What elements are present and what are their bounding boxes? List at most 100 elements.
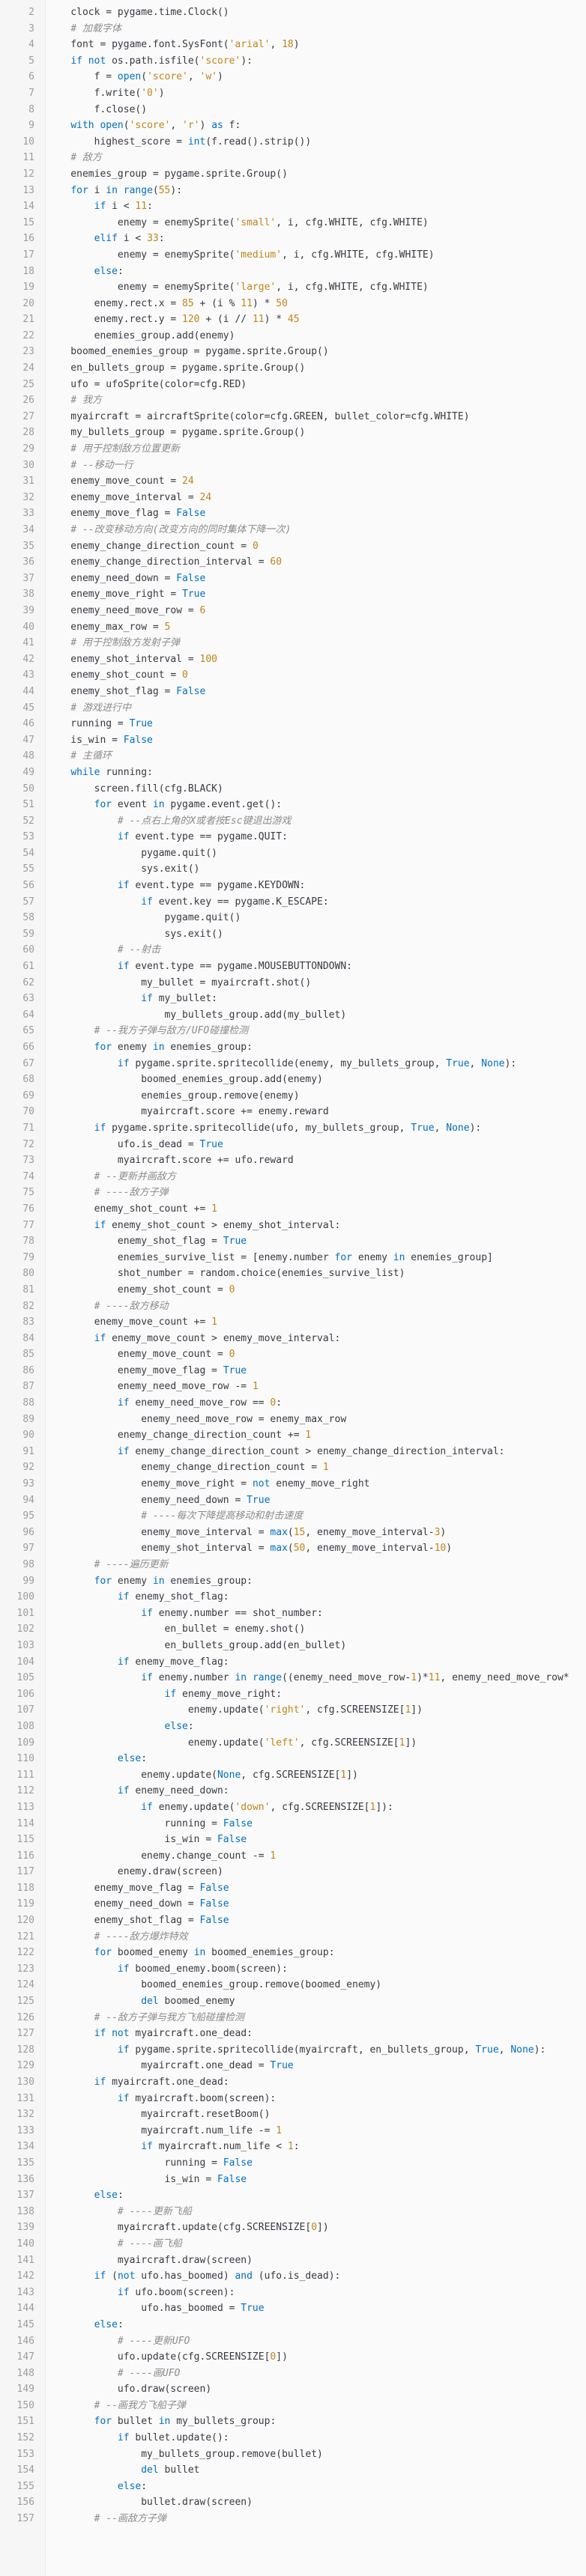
code-line[interactable]: 62 my_bullet = myaircraft.shot() [0, 975, 586, 991]
code-line[interactable]: 27 myaircraft = aircraftSprite(color=cfg… [0, 409, 586, 425]
code-line[interactable]: 9 with open('score', 'r') as f: [0, 118, 586, 134]
code-line[interactable]: 152 if bullet.update(): [0, 2430, 586, 2446]
code-line[interactable]: 75 # ----敌方子弹 [0, 1185, 586, 1201]
code-line[interactable]: 126 # --敌方子弹与我方飞船碰撞检测 [0, 2010, 586, 2026]
code-line[interactable]: 35 enemy_change_direction_count = 0 [0, 538, 586, 555]
code-line[interactable]: 59 sys.exit() [0, 926, 586, 943]
code-line[interactable]: 89 enemy_need_move_row = enemy_max_row [0, 1412, 586, 1428]
code-line[interactable]: 112 if enemy_need_down: [0, 1783, 586, 1799]
code-line[interactable]: 12 enemies_group = pygame.sprite.Group() [0, 166, 586, 183]
code-line[interactable]: 103 en_bullets_group.add(en_bullet) [0, 1638, 586, 1654]
code-line[interactable]: 139 myaircraft.update(cfg.SCREENSIZE[0]) [0, 2220, 586, 2236]
code-line[interactable]: 4 font = pygame.font.SysFont('arial', 18… [0, 37, 586, 53]
code-line[interactable]: 117 enemy.draw(screen) [0, 1864, 586, 1880]
code-line[interactable]: 91 if enemy_change_direction_count > ene… [0, 1444, 586, 1460]
code-line[interactable]: 144 ufo.has_boomed = True [0, 2300, 586, 2317]
code-line[interactable]: 37 enemy_need_down = False [0, 571, 586, 587]
code-line[interactable]: 38 enemy_move_right = True [0, 586, 586, 603]
code-line[interactable]: 57 if event.key == pygame.K_ESCAPE: [0, 894, 586, 911]
code-line[interactable]: 97 enemy_shot_interval = max(50, enemy_m… [0, 1540, 586, 1557]
code-line[interactable]: 106 if enemy_move_right: [0, 1686, 586, 1703]
code-line[interactable]: 115 is_win = False [0, 1832, 586, 1848]
code-line[interactable]: 5 if not os.path.isfile('score'): [0, 53, 586, 70]
code-line[interactable]: 33 enemy_move_flag = False [0, 505, 586, 522]
code-line[interactable]: 104 if enemy_move_flag: [0, 1654, 586, 1671]
code-line[interactable]: 148 # ----画UFO [0, 2366, 586, 2382]
code-line[interactable]: 64 my_bullets_group.add(my_bullet) [0, 1007, 586, 1024]
code-line[interactable]: 120 enemy_shot_flag = False [0, 1913, 586, 1929]
code-line[interactable]: 60 # --射击 [0, 942, 586, 959]
code-line[interactable]: 135 running = False [0, 2155, 586, 2172]
code-line[interactable]: 34 # --改变移动方向(改变方向的同时集体下降一次) [0, 522, 586, 538]
code-line[interactable]: 146 # ----更新UFO [0, 2333, 586, 2350]
code-line[interactable]: 28 my_bullets_group = pygame.sprite.Grou… [0, 425, 586, 441]
code-line[interactable]: 29 # 用于控制敌方位置更新 [0, 441, 586, 458]
code-line[interactable]: 24 en_bullets_group = pygame.sprite.Grou… [0, 360, 586, 377]
code-line[interactable]: 21 enemy.rect.y = 120 + (i // 11) * 45 [0, 312, 586, 328]
code-line[interactable]: 36 enemy_change_direction_interval = 60 [0, 554, 586, 571]
code-line[interactable]: 95 # ----每次下降提高移动和射击速度 [0, 1508, 586, 1525]
code-line[interactable]: 134 if myaircraft.num_life < 1: [0, 2139, 586, 2155]
code-line[interactable]: 147 ufo.update(cfg.SCREENSIZE[0]) [0, 2349, 586, 2366]
code-line[interactable]: 50 screen.fill(cfg.BLACK) [0, 781, 586, 798]
code-line[interactable]: 16 elif i < 33: [0, 231, 586, 247]
code-line[interactable]: 132 myaircraft.resetBoom() [0, 2106, 586, 2123]
code-line[interactable]: 8 f.close() [0, 102, 586, 118]
code-line[interactable]: 77 if enemy_shot_count > enemy_shot_inte… [0, 1218, 586, 1234]
code-line[interactable]: 20 enemy.rect.x = 85 + (i % 11) * 50 [0, 296, 586, 312]
code-line[interactable]: 52 # --点右上角的X或者按Esc键退出游戏 [0, 813, 586, 830]
code-line[interactable]: 63 if my_bullet: [0, 991, 586, 1007]
code-line[interactable]: 22 enemies_group.add(enemy) [0, 328, 586, 344]
code-line[interactable]: 153 my_bullets_group.remove(bullet) [0, 2446, 586, 2463]
code-line[interactable]: 107 enemy.update('right', cfg.SCREENSIZE… [0, 1702, 586, 1719]
code-line[interactable]: 11 # 敌方 [0, 150, 586, 166]
code-line[interactable]: 78 enemy_shot_flag = True [0, 1233, 586, 1250]
code-line[interactable]: 3 # 加载字体 [0, 21, 586, 37]
code-line[interactable]: 56 if event.type == pygame.KEYDOWN: [0, 878, 586, 894]
code-line[interactable]: 79 enemies_survive_list = [enemy.number … [0, 1250, 586, 1266]
code-line[interactable]: 140 # ----画飞船 [0, 2236, 586, 2253]
code-line[interactable]: 88 if enemy_need_move_row == 0: [0, 1395, 586, 1412]
code-line[interactable]: 53 if event.type == pygame.QUIT: [0, 829, 586, 845]
code-line[interactable]: 65 # --我方子弹与敌方/UFO碰撞检测 [0, 1023, 586, 1039]
code-line[interactable]: 119 enemy_need_down = False [0, 1896, 586, 1913]
code-line[interactable]: 137 else: [0, 2187, 586, 2204]
code-line[interactable]: 67 if pygame.sprite.spritecollide(enemy,… [0, 1056, 586, 1072]
code-line[interactable]: 42 enemy_shot_interval = 100 [0, 651, 586, 668]
code-line[interactable]: 6 f = open('score', 'w') [0, 69, 586, 85]
code-line[interactable]: 142 if (not ufo.has_boomed) and (ufo.is_… [0, 2268, 586, 2285]
code-line[interactable]: 14 if i < 11: [0, 198, 586, 215]
code-line[interactable]: 102 en_bullet = enemy.shot() [0, 1621, 586, 1638]
code-line[interactable]: 55 sys.exit() [0, 861, 586, 878]
code-line[interactable]: 128 if pygame.sprite.spritecollide(myair… [0, 2042, 586, 2059]
code-line[interactable]: 138 # ----更新飞船 [0, 2204, 586, 2220]
code-line[interactable]: 114 running = False [0, 1816, 586, 1832]
code-line[interactable]: 74 # --更新并画敌方 [0, 1169, 586, 1185]
code-line[interactable]: 87 enemy_need_move_row -= 1 [0, 1379, 586, 1395]
code-line[interactable]: 71 if pygame.sprite.spritecollide(ufo, m… [0, 1120, 586, 1137]
code-line[interactable]: 86 enemy_move_flag = True [0, 1363, 586, 1379]
code-line[interactable]: 136 is_win = False [0, 2172, 586, 2188]
code-line[interactable]: 17 enemy = enemySprite('medium', i, cfg.… [0, 247, 586, 264]
code-line[interactable]: 143 if ufo.boom(screen): [0, 2285, 586, 2301]
code-line[interactable]: 110 else: [0, 1751, 586, 1767]
code-line[interactable]: 125 del boomed_enemy [0, 1993, 586, 2010]
code-line[interactable]: 66 for enemy in enemies_group: [0, 1039, 586, 1056]
code-line[interactable]: 10 highest_score = int(f.read().strip()) [0, 134, 586, 151]
code-line[interactable]: 70 myaircraft.score += enemy.reward [0, 1104, 586, 1120]
code-line[interactable]: 30 # --移动一行 [0, 458, 586, 474]
code-line[interactable]: 129 myaircraft.one_dead = True [0, 2058, 586, 2074]
code-line[interactable]: 83 enemy_move_count += 1 [0, 1314, 586, 1331]
code-line[interactable]: 15 enemy = enemySprite('small', i, cfg.W… [0, 215, 586, 231]
code-line[interactable]: 101 if enemy.number == shot_number: [0, 1606, 586, 1622]
code-line[interactable]: 68 boomed_enemies_group.add(enemy) [0, 1072, 586, 1088]
code-line[interactable]: 93 enemy_move_right = not enemy_move_rig… [0, 1476, 586, 1492]
code-line[interactable]: 39 enemy_need_move_row = 6 [0, 603, 586, 619]
code-line[interactable]: 92 enemy_change_direction_count = 1 [0, 1459, 586, 1476]
code-line[interactable]: 141 myaircraft.draw(screen) [0, 2253, 586, 2269]
code-line[interactable]: 111 enemy.update(None, cfg.SCREENSIZE[1]… [0, 1767, 586, 1784]
code-line[interactable]: 26 # 我方 [0, 392, 586, 409]
code-line[interactable]: 96 enemy_move_interval = max(15, enemy_m… [0, 1525, 586, 1541]
code-line[interactable]: 51 for event in pygame.event.get(): [0, 797, 586, 813]
